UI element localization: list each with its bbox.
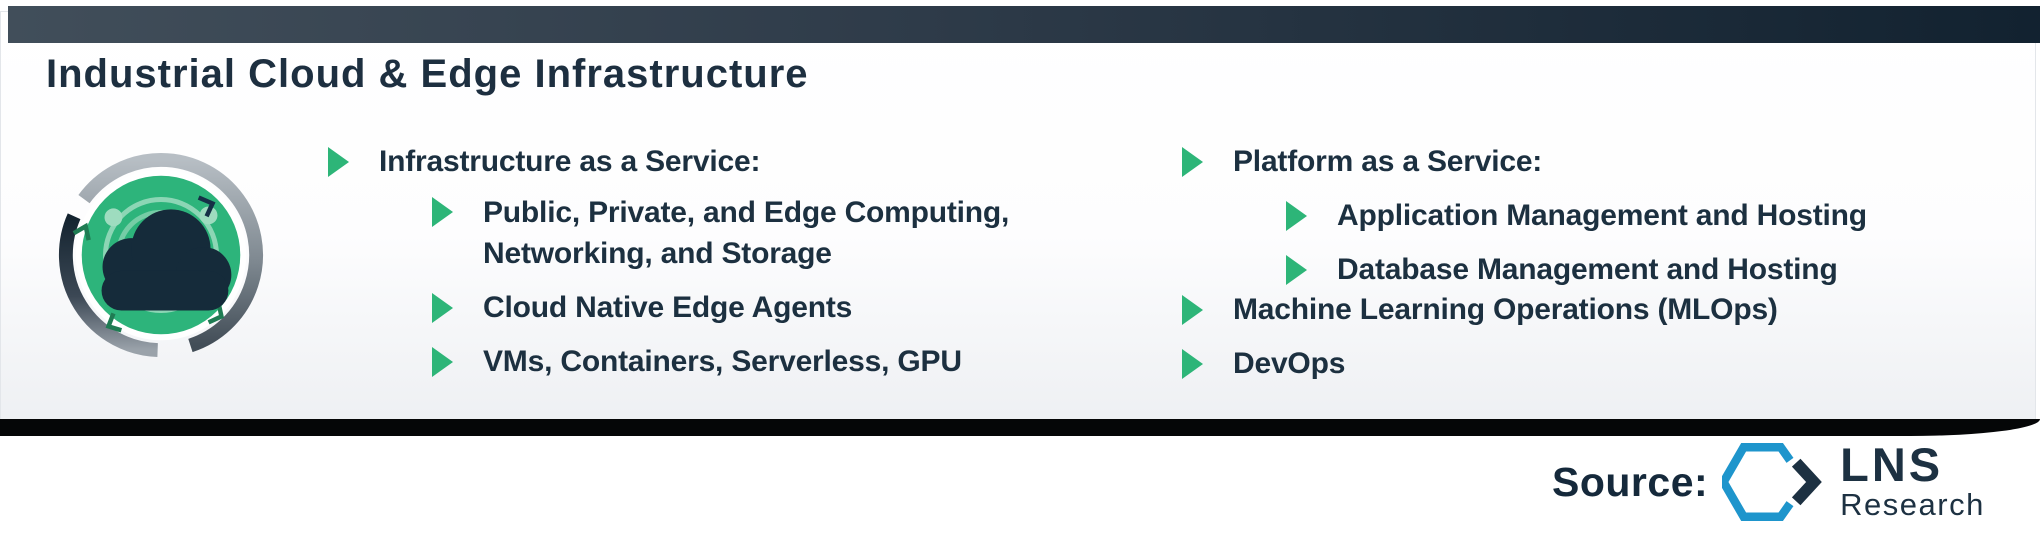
sub-bullet-group: Public, Private, and Edge Computing, Net… (432, 192, 1108, 382)
bullet-arrow-icon (432, 293, 453, 323)
source-attribution: Source: LNS Research (1552, 432, 1985, 532)
sub-bullet-group: Application Management and Hosting Datab… (1286, 196, 2012, 290)
column-iaas: Infrastructure as a Service: Public, Pri… (328, 142, 1108, 382)
sync-arrow-icon (72, 222, 91, 241)
bullet-arrow-icon (328, 147, 349, 177)
bottom-shadow-bar (0, 419, 2040, 436)
cloud-sync-badge-icon (58, 152, 264, 357)
source-label: Source: (1552, 458, 1709, 505)
lns-hexagon-logo-icon (1722, 442, 1822, 522)
ring-segment-left (58, 213, 158, 357)
bullet-label: Platform as a Service: (1233, 145, 1543, 178)
lns-logo-wordmark: LNS Research (1840, 438, 1985, 522)
bullet-item: Database Management and Hosting (1286, 250, 2012, 290)
bullet-label: Database Management and Hosting (1337, 253, 1838, 286)
bullet-arrow-icon (432, 347, 453, 377)
bullet-item: Application Management and Hosting (1286, 196, 2012, 236)
sync-arrow-icon (105, 312, 123, 333)
bullet-label: Cloud Native Edge Agents (483, 291, 853, 324)
bullet-item: Platform as a Service: (1182, 142, 2012, 182)
bullet-arrow-icon (432, 197, 453, 227)
content-card (0, 11, 2036, 420)
bullet-item: VMs, Containers, Serverless, GPU (432, 342, 1108, 382)
orbit-node-left (104, 208, 123, 227)
column-paas: Platform as a Service: Application Manag… (1182, 142, 2012, 384)
top-accent-bar (8, 6, 2040, 43)
sync-arrow-icon (197, 195, 216, 218)
bullet-arrow-icon (1182, 147, 1203, 177)
ring-segment-right (78, 152, 264, 353)
bullet-item: DevOps (1182, 344, 2012, 384)
bullet-label: Public, Private, and Edge Computing, Net… (483, 196, 1010, 270)
bullet-item: Infrastructure as a Service: (328, 142, 1108, 182)
bullet-label: Machine Learning Operations (MLOps) (1233, 293, 1778, 326)
bullet-label: Application Management and Hosting (1337, 199, 1867, 232)
bullet-item: Machine Learning Operations (MLOps) (1182, 290, 2012, 330)
logo-line1: LNS (1840, 438, 1944, 491)
logo-line2: Research (1840, 487, 1985, 522)
bullet-item: Public, Private, and Edge Computing, Net… (432, 192, 1072, 274)
bullet-arrow-icon (1182, 349, 1203, 379)
bullet-label: Infrastructure as a Service: (379, 145, 761, 178)
cloud-icon (101, 209, 232, 311)
bullet-arrow-icon (1182, 295, 1203, 325)
bullet-label: DevOps (1233, 347, 1346, 380)
page-title: Industrial Cloud & Edge Infrastructure (46, 52, 809, 96)
bullet-arrow-icon (1286, 201, 1307, 231)
bullet-item: Cloud Native Edge Agents (432, 288, 1108, 328)
bullet-label: VMs, Containers, Serverless, GPU (483, 345, 962, 378)
bullet-arrow-icon (1286, 255, 1307, 285)
